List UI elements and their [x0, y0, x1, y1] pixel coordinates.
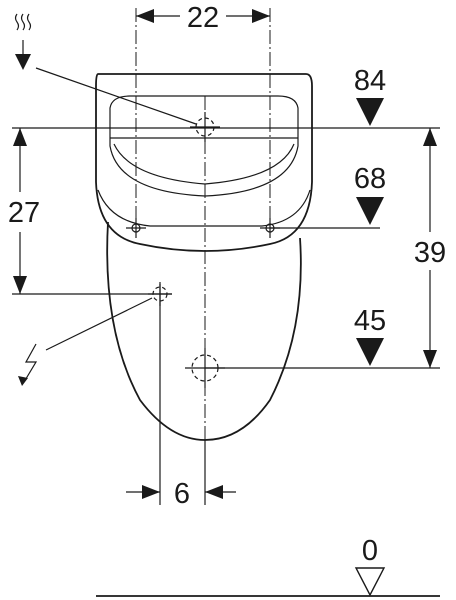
drain-outlet-symbol [185, 348, 225, 388]
level-45-label: 45 [354, 305, 386, 337]
left-fixing-symbol [126, 218, 146, 238]
power-supply-symbol [148, 282, 172, 306]
right-fixing-symbol [260, 218, 280, 238]
dimension-39-label: 39 [414, 237, 446, 269]
level-84-label: 84 [354, 65, 386, 97]
water-inlet-symbol [190, 112, 220, 142]
dimension-22 [136, 9, 270, 23]
level-68-marker [356, 197, 384, 225]
level-68-label: 68 [354, 163, 386, 195]
level-84-marker [356, 98, 384, 126]
water-leader-line [35, 67, 197, 125]
power-leader-line [45, 297, 153, 351]
level-0-label: 0 [362, 535, 378, 567]
dimension-27 [13, 128, 27, 294]
dimension-6 [126, 485, 236, 499]
water-supply-icon [14, 13, 32, 70]
dimension-22-label: 22 [187, 2, 219, 34]
dimension-39 [423, 128, 437, 368]
dimension-27-label: 27 [8, 197, 40, 229]
urinal-outline [95, 73, 313, 441]
electrical-connection-icon [18, 343, 38, 386]
level-45-marker [356, 338, 384, 366]
level-0-marker [354, 567, 386, 597]
dimension-6-label: 6 [174, 478, 190, 510]
